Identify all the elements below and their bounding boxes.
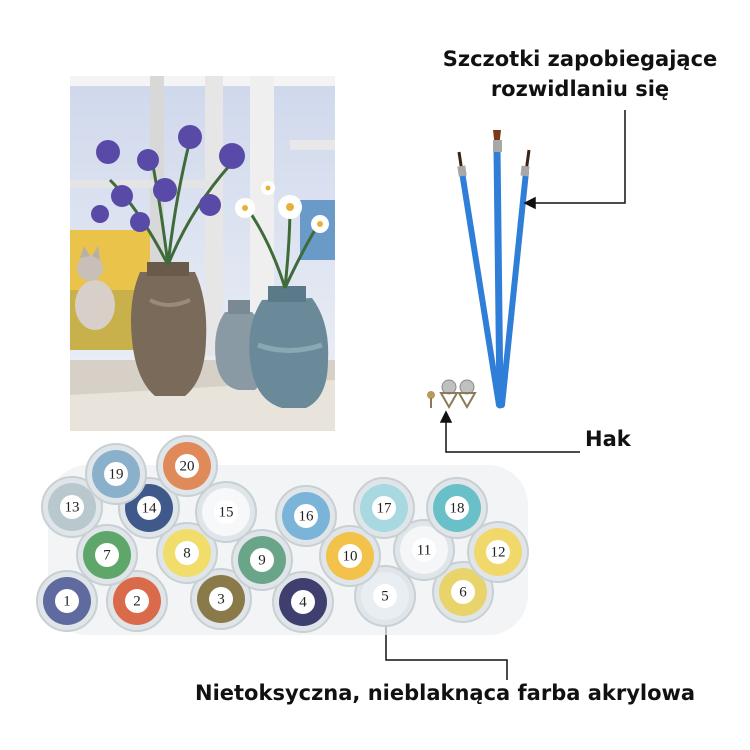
pot-number: 14 — [142, 500, 158, 516]
brushes-caption-line1: Szczotki zapobiegające — [442, 47, 718, 71]
number-sticker — [137, 496, 161, 520]
brush-middle — [493, 130, 504, 409]
number-sticker — [291, 590, 315, 614]
pot-number: 16 — [299, 508, 315, 524]
number-sticker — [372, 496, 396, 520]
brushes — [457, 130, 531, 409]
paint-pot-19: 19 — [85, 443, 147, 505]
paint-pot-8: 8 — [156, 522, 218, 584]
paint-pot-7: 7 — [76, 524, 138, 586]
number-sticker — [294, 504, 318, 528]
pot-number: 5 — [381, 588, 389, 604]
number-sticker — [209, 587, 233, 611]
pot-number: 12 — [491, 544, 506, 560]
number-sticker — [486, 540, 510, 564]
paint-pot-13: 13 — [41, 476, 103, 538]
painting-canvas — [70, 76, 335, 431]
pot-number: 10 — [343, 548, 358, 564]
brushes-caption-line2: rozwidlaniu się — [490, 77, 670, 101]
number-sticker — [412, 538, 436, 562]
number-sticker — [55, 589, 79, 613]
brush-pointer — [523, 110, 626, 210]
paint-pot-6: 6 — [432, 561, 494, 623]
number-sticker — [451, 580, 475, 604]
pot-number: 9 — [258, 552, 266, 568]
number-sticker — [445, 496, 469, 520]
paint-pot-9: 9 — [231, 529, 293, 591]
paint-pot-3: 3 — [190, 568, 252, 630]
paint-pot-15: 15 — [195, 481, 257, 543]
brush-left — [457, 151, 502, 408]
pot-number: 4 — [299, 594, 307, 610]
paint-pot-20: 20 — [156, 435, 218, 497]
large-blue-vase — [249, 286, 329, 408]
number-sticker — [175, 541, 199, 565]
pot-number: 19 — [109, 466, 124, 482]
number-sticker — [175, 454, 199, 478]
pot-number: 18 — [450, 500, 465, 516]
number-sticker — [250, 548, 274, 572]
paint-pot-1: 1 — [36, 570, 98, 632]
paint-pot-18: 18 — [426, 477, 488, 539]
pot-number: 7 — [103, 547, 111, 563]
paint-caption: Nietoksyczna, nieblaknąca farba akrylowa — [195, 681, 696, 705]
brushes-caption: Szczotki zapobiegające rozwidlaniu się — [430, 44, 730, 104]
pot-number: 6 — [459, 584, 467, 600]
number-sticker — [338, 544, 362, 568]
pot-number: 1 — [63, 593, 71, 609]
number-sticker — [125, 589, 149, 613]
pot-number: 17 — [377, 500, 393, 516]
number-sticker — [214, 500, 238, 524]
pot-number: 11 — [417, 542, 431, 558]
hooks — [427, 379, 477, 410]
iris-flowers — [91, 125, 245, 232]
hook-caption: Hak — [585, 427, 631, 451]
pot-number: 2 — [133, 593, 141, 609]
paint-pot-17: 17 — [353, 477, 415, 539]
paint-pot-5: 5 — [354, 565, 416, 627]
daisy-flowers — [235, 181, 329, 233]
paint-pot-10: 10 — [319, 525, 381, 587]
number-sticker — [95, 543, 119, 567]
pot-number: 20 — [180, 458, 195, 474]
pot-number: 8 — [183, 545, 191, 561]
paint-pot-12: 12 — [467, 521, 529, 583]
number-sticker — [104, 462, 128, 486]
paint-pot-2: 2 — [106, 570, 168, 632]
pot-number: 13 — [65, 499, 80, 515]
cat-figure — [75, 246, 115, 330]
brown-vase — [131, 262, 207, 396]
number-sticker — [373, 584, 397, 608]
pot-number: 15 — [219, 504, 234, 520]
brush-right — [499, 149, 531, 408]
hook-pointer — [439, 410, 580, 453]
number-sticker — [60, 495, 84, 519]
paint-pot-16: 16 — [275, 485, 337, 547]
pot-number: 3 — [217, 591, 225, 607]
paint-pot-11: 11 — [393, 519, 455, 581]
paint-pot-4: 4 — [272, 571, 334, 633]
